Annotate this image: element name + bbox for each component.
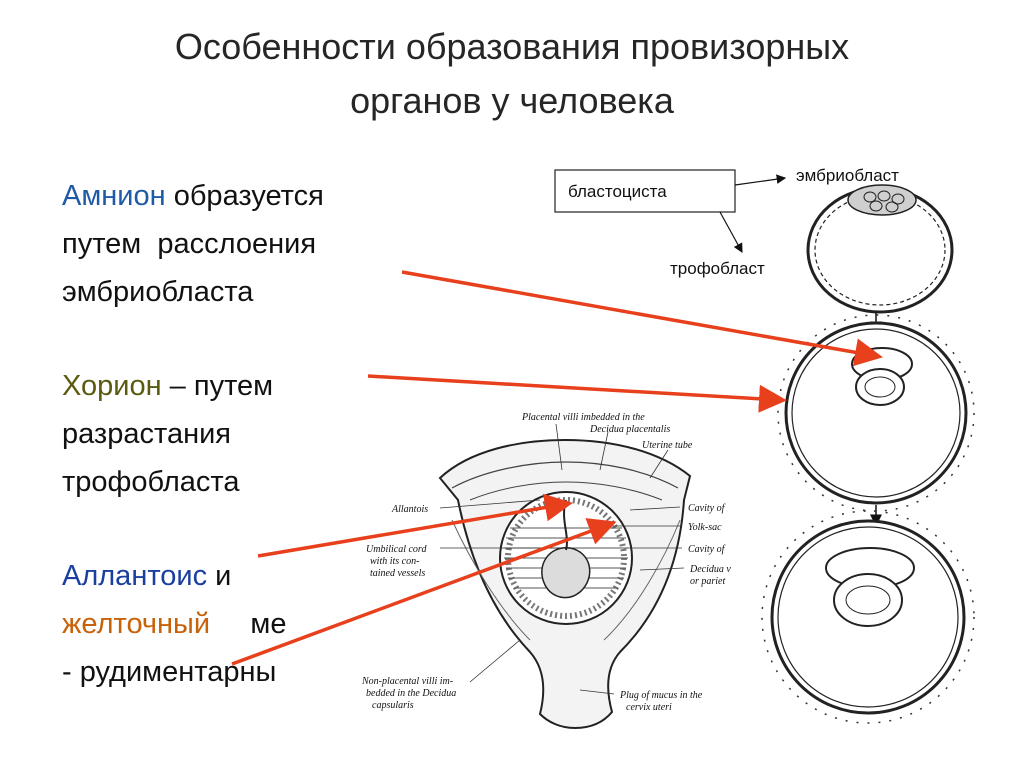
amnion-line-2: путем расслоения (62, 228, 317, 260)
arrow-to-trophoblast (719, 211, 743, 254)
allantois-term: Аллантоис (62, 560, 208, 592)
chorion-line-1-rest: – путем (161, 370, 274, 402)
embryoblast-label: эмбриобласт (796, 166, 899, 185)
yolk-sac-term: желточный (62, 608, 211, 640)
amnion-line-1: Амнион образуется (62, 172, 324, 220)
label-umbilical-2: with its con- (370, 556, 419, 567)
label-nonplacental-1: Non-placental villi im- (361, 676, 453, 687)
allantois-line-1: Аллантоис и (62, 552, 286, 600)
label-nonplacental-3: capsularis (372, 700, 414, 711)
allantois-line-3: - рудиментарны (62, 656, 277, 688)
label-plug-2: cervix uteri (626, 702, 672, 713)
pointer-arrows (231, 270, 883, 666)
allantois-line-1-rest: и (207, 560, 232, 592)
label-placental-villi-2: Decidua placentalis (589, 424, 670, 435)
allantois-line-2: желточный ме (62, 600, 286, 648)
slide-title: Особенности образования провизорных орга… (0, 20, 1024, 128)
label-cavity-2: Cavity of (688, 544, 726, 555)
amnion-term: Амнион (62, 180, 166, 212)
arrow-to-embryoblast (734, 174, 787, 186)
chorion-line-1: Хорион – путем (62, 362, 273, 410)
trophoblast-label: трофобласт (670, 259, 765, 278)
arrow-allantois (257, 493, 573, 558)
blastocyst-box (554, 169, 736, 213)
arrow-yolk-sac (231, 518, 617, 666)
chorion-paragraph: Хорион – путем разрастания трофобласта (62, 362, 273, 506)
embryo (541, 547, 591, 599)
label-umbilical-3: tained vessels (370, 568, 425, 579)
slide-title-line-2: органов у человека (350, 80, 674, 121)
slide-title-line-1: Особенности образования провизорных (174, 26, 850, 67)
blastocyst-stage-2 (777, 314, 975, 512)
label-decidua-1: Decidua v (689, 564, 731, 575)
label-plug-1: Plug of mucus in the (619, 690, 703, 701)
allantois-line-2-rest: ме (210, 608, 287, 640)
blastocyst-diagram: бластоциста эмбриобласт трофобласт (554, 166, 975, 724)
allantois-paragraph: Аллантоис и желточный ме - рудиментарны (62, 552, 286, 696)
label-yolk-sac: Yolk-sac (688, 522, 722, 533)
label-umbilical-1: Umbilical cord (366, 544, 427, 555)
blastocyst-stage-3 (761, 510, 975, 724)
amnion-line-3: эмбриобласта (62, 276, 254, 308)
label-uterine-tube: Uterine tube (642, 440, 693, 451)
blastocyst-box-label: бластоциста (568, 182, 667, 201)
arrow-amnion (401, 270, 883, 367)
blastocyst-stage-1 (806, 184, 954, 314)
label-allantois: Allantois (391, 504, 428, 515)
label-cavity-1: Cavity of (688, 503, 726, 514)
amnion-paragraph: Амнион образуется путем расслоения эмбри… (62, 172, 324, 316)
uterus-diagram: Placental villi imbedded in the Decidua … (361, 412, 731, 730)
label-decidua-2: or pariet (690, 576, 726, 587)
arrow-chorion (367, 374, 787, 413)
chorion-term: Хорион (62, 370, 162, 402)
chorion-line-3: трофобласта (62, 466, 240, 498)
chorion-line-2: разрастания (62, 418, 231, 450)
label-nonplacental-2: bedded in the Decidua (366, 688, 456, 699)
label-placental-villi-1: Placental villi imbedded in the (521, 412, 645, 423)
amnion-line-1-rest: образуется (165, 180, 324, 212)
